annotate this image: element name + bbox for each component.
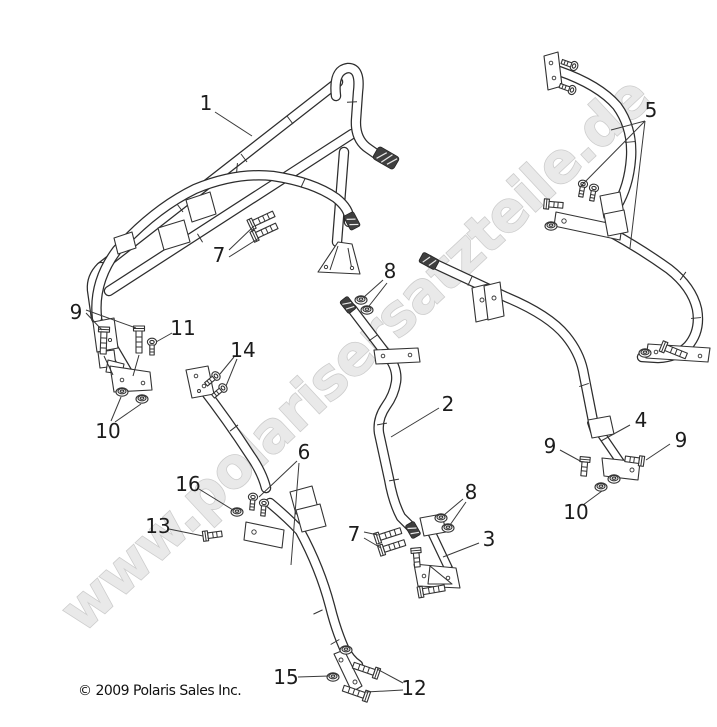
callout-7: 7 <box>348 522 361 546</box>
leader-line-7 <box>363 531 379 536</box>
callout-2: 2 <box>442 392 455 416</box>
leader-line-14 <box>219 356 235 375</box>
leader-line-5 <box>579 120 646 188</box>
callout-9: 9 <box>544 434 557 458</box>
hoop-latch-plate <box>113 231 137 255</box>
part-3-mount-channel <box>413 513 461 589</box>
callout-9: 9 <box>70 300 83 324</box>
leader-line-2 <box>390 407 440 438</box>
callout-5: 5 <box>645 98 658 122</box>
leader-line-12 <box>365 689 404 693</box>
callout-10: 10 <box>95 419 120 443</box>
nut-icon <box>354 295 368 305</box>
leader-line-8 <box>363 279 384 298</box>
screw-icon <box>146 337 158 356</box>
copyright-text: © 2009 Polaris Sales Inc. <box>78 683 241 699</box>
leader-line-13 <box>168 528 204 537</box>
nut-icon <box>544 221 558 231</box>
tube-end-cap <box>418 252 440 270</box>
callout-9: 9 <box>675 428 688 452</box>
leader-line-10 <box>110 396 122 422</box>
leader-line-6 <box>290 462 300 566</box>
callout-10: 10 <box>563 500 588 524</box>
callout-8: 8 <box>384 259 397 283</box>
leader-line-8 <box>368 282 388 307</box>
upper-mount-plate <box>185 365 215 399</box>
nut-icon <box>360 305 374 315</box>
part-2-rear-frame <box>339 252 601 539</box>
leader-line-12 <box>376 668 404 684</box>
screw-icon <box>557 80 578 97</box>
leader-line-14 <box>225 358 238 387</box>
leader-line-11 <box>155 332 173 343</box>
callout-13: 13 <box>145 514 170 538</box>
nut-icon <box>135 394 149 404</box>
leader-line-9 <box>559 449 583 463</box>
callout-14: 14 <box>230 338 255 362</box>
nut-icon <box>115 387 129 397</box>
screw-icon <box>586 182 600 203</box>
callout-6: 6 <box>298 440 311 464</box>
nut-icon <box>326 672 340 682</box>
rear-foot-bracket <box>317 241 361 275</box>
tube-end-cap <box>372 146 400 170</box>
callout-12: 12 <box>401 676 426 700</box>
leader-line-10 <box>114 403 142 423</box>
tube-end-cap <box>405 521 421 539</box>
bolt-icon <box>132 325 146 354</box>
leader-line-7 <box>228 237 260 258</box>
nut-icon <box>339 645 353 655</box>
leader-line-10 <box>582 490 603 506</box>
hoop-tip-cap <box>343 211 361 231</box>
leader-line-9 <box>85 309 137 329</box>
part-5-rear-support <box>543 51 711 362</box>
nut-icon <box>607 474 621 484</box>
callout-4: 4 <box>635 408 648 432</box>
callout-7: 7 <box>213 243 226 267</box>
leader-line-6 <box>258 460 298 498</box>
hoop-latch-plate <box>185 191 217 223</box>
nut-icon <box>441 523 455 533</box>
callout-1: 1 <box>200 91 213 115</box>
leader-line-5 <box>610 120 646 131</box>
leader-line-15 <box>297 675 330 678</box>
bolt-icon <box>578 456 591 477</box>
hoop-latch-plate <box>157 219 191 251</box>
screw-icon <box>246 492 259 511</box>
leader-line-9 <box>645 443 671 461</box>
leader-line-8 <box>443 498 464 516</box>
leader-line-4 <box>600 424 631 442</box>
left-foot-bracket <box>103 354 153 393</box>
upper-mount-plate <box>543 51 563 91</box>
tube-end-cap <box>339 296 357 314</box>
callout-15: 15 <box>273 665 298 689</box>
nut-icon <box>638 348 652 358</box>
watermark-text: www.polarisersatzteile.de <box>48 65 663 644</box>
nut-icon <box>594 482 608 492</box>
leader-line-5 <box>629 120 646 249</box>
mid-clamp-bracket <box>553 191 629 241</box>
leader-line-7 <box>363 537 382 549</box>
part-4-mount-channel <box>587 415 641 481</box>
leader-line-9 <box>85 312 103 331</box>
leader-line-1 <box>214 111 253 137</box>
leader-line-16 <box>198 488 234 511</box>
rail-clamp-bracket <box>471 281 505 323</box>
callout-3: 3 <box>483 527 496 551</box>
rail-gusset-plate <box>373 347 421 365</box>
leader-line-3 <box>442 542 480 558</box>
leader-line-8 <box>449 501 467 526</box>
diagram-line-art <box>92 51 711 703</box>
callout-16: 16 <box>175 472 200 496</box>
nut-icon <box>434 513 448 523</box>
mid-clamp-bracket <box>243 485 327 549</box>
nut-icon <box>230 507 244 517</box>
callout-8: 8 <box>465 480 478 504</box>
leader-line-7 <box>228 225 255 251</box>
callout-11: 11 <box>170 316 195 340</box>
